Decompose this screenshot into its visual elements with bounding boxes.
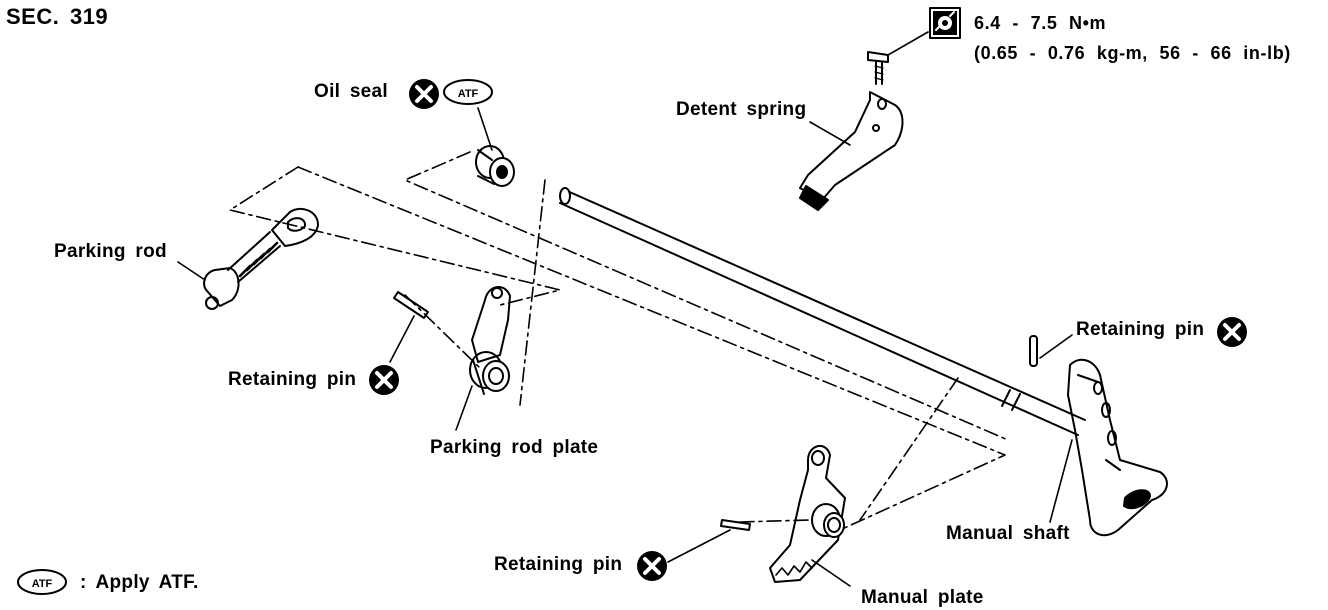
parking-rod-part — [177, 207, 319, 310]
label-parking-rod-plate: Parking rod plate — [430, 437, 599, 458]
label-manual-plate: Manual plate — [861, 587, 984, 608]
replace-part-icon — [369, 365, 399, 395]
section-number: SEC. 319 — [6, 4, 109, 29]
torque-conversion: (0.65 - 0.76 kg-m, 56 - 66 in-lb) — [974, 43, 1291, 63]
manual-plate-part — [769, 445, 851, 587]
retaining-pin-left-part — [389, 291, 429, 363]
label-oil-seal: Oil seal — [314, 81, 388, 102]
oil-seal-part — [475, 107, 515, 187]
torque-wrench-icon — [929, 7, 961, 39]
label-retaining-pin-right: Retaining pin — [1076, 319, 1205, 340]
retaining-pin-right-part — [1029, 334, 1073, 367]
label-retaining-pin-left: Retaining pin — [228, 369, 357, 390]
atf-badge-icon: ATF — [443, 79, 493, 105]
replace-part-icon — [1217, 317, 1247, 347]
label-detent-spring: Detent spring — [676, 99, 807, 120]
retaining-pin-bottom-part — [667, 519, 751, 563]
legend-apply-atf: : Apply ATF. — [80, 572, 199, 593]
assembly-guide-lines — [229, 151, 1009, 531]
atf-legend-badge-icon: ATF — [17, 569, 67, 595]
label-parking-rod: Parking rod — [54, 241, 167, 262]
manual-shaft-leader — [1049, 439, 1073, 523]
parking-rod-plate-part — [455, 286, 511, 431]
detent-spring-part — [799, 31, 929, 211]
torque-value: 6.4 - 7.5 N•m — [974, 13, 1107, 33]
label-manual-shaft: Manual shaft — [946, 523, 1070, 544]
manual-shaft — [559, 187, 1168, 537]
replace-part-icon — [637, 551, 667, 581]
svg-text:ATF: ATF — [458, 88, 479, 100]
replace-part-icon — [409, 79, 439, 109]
svg-text:ATF: ATF — [32, 578, 53, 590]
label-retaining-pin-bottom: Retaining pin — [494, 554, 623, 575]
